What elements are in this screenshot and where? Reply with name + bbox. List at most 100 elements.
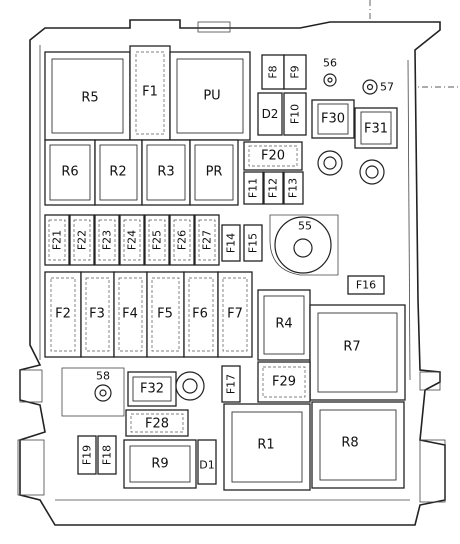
- fuse-f25-label: F25: [151, 230, 164, 250]
- fuse-f3-label: F3: [89, 307, 105, 322]
- fuse-f13-label: F13: [287, 178, 300, 198]
- relay-r1-inner: [231, 411, 303, 483]
- relay-r4-label: R4: [275, 317, 292, 332]
- relay-r1-label: R1: [257, 438, 274, 453]
- fuse-f9: [283, 54, 307, 90]
- relay-r3-label: R3: [157, 165, 174, 180]
- fuse-f4-label: F4: [122, 307, 138, 322]
- relay-r2-inner: [99, 144, 138, 201]
- fuse-f31-label: F31: [364, 122, 388, 137]
- diode-d2-label: D2: [262, 107, 279, 121]
- relay-r6-label: R6: [61, 165, 78, 180]
- fuse-f16: [347, 275, 385, 295]
- relay-r9: [123, 439, 197, 489]
- fuse-f7-inner: [222, 277, 248, 352]
- fuse-f21-inner: [48, 219, 66, 261]
- fuse-f15-label: F15: [247, 233, 260, 253]
- fuse-f12: [263, 171, 284, 205]
- relay-r5-label: R5: [81, 91, 98, 106]
- right-bottom-clip: [419, 439, 446, 503]
- fuse-f7-label: F7: [227, 307, 243, 322]
- inner-frame-right: [407, 59, 411, 381]
- stud-55-housing: [269, 214, 339, 276]
- relay-r9-inner: [129, 445, 191, 483]
- fuse-f3-inner: [85, 277, 110, 352]
- fuse-f17: [221, 365, 241, 403]
- fuse-f22-inner: [73, 219, 91, 261]
- fuse-f5-label: F5: [157, 307, 173, 322]
- relay-r7-label: R7: [343, 340, 360, 355]
- fuse-f16-label: F16: [356, 279, 376, 292]
- fuse-f24-inner: [123, 219, 141, 261]
- relay-pr-inner: [194, 144, 234, 201]
- fuse-f18-label: F18: [101, 445, 114, 465]
- relay-pr-label: PR: [206, 165, 223, 180]
- fuse-f29-inner: [262, 366, 306, 398]
- fuse-f23-label: F23: [101, 230, 114, 250]
- stud-55-nut: [293, 238, 313, 258]
- relay-r7: [309, 304, 406, 401]
- fuse-f10: [283, 92, 307, 136]
- fuse-f20-label: F20: [261, 149, 285, 164]
- fuse-f10-label: F10: [289, 104, 302, 124]
- relay-pu: [169, 51, 251, 141]
- fuse-f26-inner: [173, 219, 191, 261]
- fuse-f29: [257, 361, 311, 403]
- right-lower-clip: [419, 371, 441, 391]
- fuse-f1-label: F1: [142, 85, 158, 100]
- stud-58-label: 58: [96, 370, 110, 383]
- left-lower-clip: [17, 439, 45, 496]
- fuse-f14: [221, 224, 241, 262]
- fuse-f17-label: F17: [225, 374, 238, 394]
- maxi-fuse-row: F2 F3 F4 F5 F6 F7: [44, 271, 253, 358]
- fuse-f12-label: F12: [267, 178, 280, 198]
- relay-r4-inner: [263, 295, 305, 355]
- relay-r8-label: R8: [341, 436, 358, 451]
- fuse-f28-label: F28: [145, 417, 169, 432]
- fuse-f7: [217, 271, 253, 358]
- fuse-f15: [243, 224, 263, 262]
- fuse-f22-label: F22: [76, 230, 89, 250]
- fuse-f21-label: F21: [51, 230, 64, 250]
- diode-d1: [197, 439, 217, 485]
- fuse-f20-inner: [248, 145, 298, 167]
- fuse-f24-label: F24: [126, 230, 139, 250]
- relay-r5-inner: [51, 58, 124, 134]
- relay-r6-inner: [49, 144, 91, 201]
- stud-58-mount: [61, 367, 125, 417]
- fuse-f14-label: F14: [225, 233, 238, 253]
- fuse-f3: [80, 271, 115, 358]
- fuse-f9-label: F9: [289, 65, 302, 78]
- relay-pu-label: PU: [203, 89, 220, 104]
- fuse-f27-inner: [198, 219, 216, 261]
- stud-58-hole: [99, 389, 107, 397]
- stud-56-label: 56: [323, 57, 337, 70]
- fuse-f19: [77, 435, 97, 475]
- diode-d2: [257, 92, 283, 136]
- fuse-f31: [354, 107, 398, 149]
- fuse-f20: [243, 141, 303, 171]
- fuse-f6-label: F6: [192, 307, 208, 322]
- fuse-f6-inner: [188, 277, 214, 352]
- fuse-f28-inner: [130, 413, 184, 433]
- fuse-f19-label: F19: [81, 445, 94, 465]
- fuse-f2-label: F2: [55, 307, 71, 322]
- relay-r3-inner: [146, 144, 186, 201]
- relay-r7-inner: [317, 312, 398, 393]
- fuse-f32: [127, 371, 177, 407]
- stud-nut-left-core: [323, 156, 337, 170]
- relay-r9-label: R9: [151, 457, 168, 472]
- fuse-f18: [97, 435, 117, 475]
- mini-fuse-row-upper: F21 F22 F23 F24 F25 F26 F27: [44, 214, 220, 266]
- stud-57-hole: [366, 83, 374, 91]
- fuse-f30: [311, 99, 355, 139]
- fuse-f26-label: F26: [176, 230, 189, 250]
- fuse-f32-label: F32: [140, 382, 164, 397]
- stud-55-label: 55: [298, 220, 312, 233]
- fuse-f4: [113, 271, 148, 358]
- left-clip: [19, 369, 43, 403]
- stud-56-hole: [327, 77, 333, 83]
- fuse-f32-inner: [132, 376, 172, 402]
- relay-r1: [223, 403, 311, 491]
- fuse-f2-inner: [50, 277, 76, 352]
